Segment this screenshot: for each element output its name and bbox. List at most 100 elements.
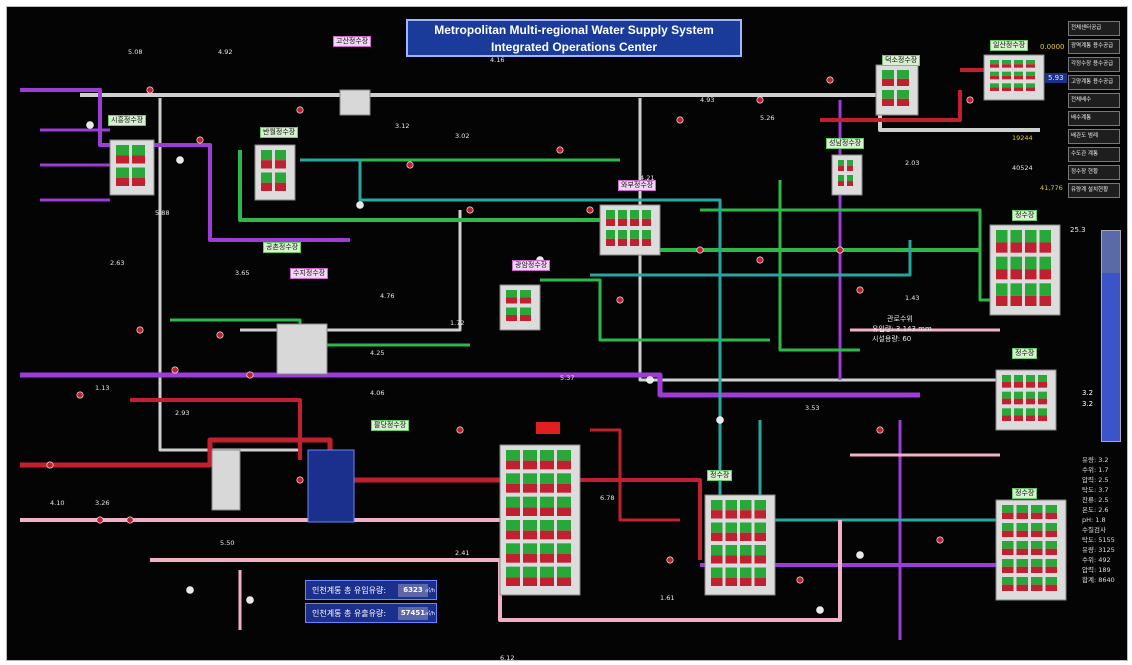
pump-icon[interactable] xyxy=(520,290,531,298)
pump-icon[interactable] xyxy=(132,167,145,178)
pump-icon[interactable] xyxy=(1002,83,1011,88)
facility-tag[interactable]: 덕소정수장 xyxy=(882,55,921,66)
valve-icon[interactable] xyxy=(676,116,684,124)
pump-icon[interactable] xyxy=(642,210,651,219)
pump-icon[interactable] xyxy=(725,522,738,533)
pump-icon[interactable] xyxy=(754,555,767,564)
equipment-block[interactable] xyxy=(211,449,241,511)
pump-icon[interactable] xyxy=(557,496,571,508)
pump-icon[interactable] xyxy=(1031,505,1043,513)
pump-icon[interactable] xyxy=(1031,566,1043,573)
pump-icon[interactable] xyxy=(990,83,999,88)
pump-icon[interactable] xyxy=(1045,523,1058,531)
pump-icon[interactable] xyxy=(897,98,909,106)
pump-icon[interactable] xyxy=(506,577,520,586)
pump-icon[interactable] xyxy=(1002,398,1011,405)
pump-icon[interactable] xyxy=(1002,60,1011,65)
pump-icon[interactable] xyxy=(1025,269,1037,280)
pump-icon[interactable] xyxy=(1026,381,1035,388)
pump-icon[interactable] xyxy=(618,230,627,239)
pump-icon[interactable] xyxy=(557,530,571,540)
facility-tag[interactable]: 성남정수장 xyxy=(826,138,865,149)
pump-icon[interactable] xyxy=(754,545,767,556)
pump-icon[interactable] xyxy=(540,530,554,540)
pump-icon[interactable] xyxy=(725,555,738,564)
pump-icon[interactable] xyxy=(1031,559,1043,567)
pump-icon[interactable] xyxy=(1026,71,1035,76)
pump-icon[interactable] xyxy=(540,543,554,554)
pump-icon[interactable] xyxy=(557,450,571,461)
pump-icon[interactable] xyxy=(1038,375,1047,382)
pump-icon[interactable] xyxy=(1010,295,1023,306)
valve-icon[interactable] xyxy=(406,161,414,169)
pump-icon[interactable] xyxy=(523,473,537,484)
pump-icon[interactable] xyxy=(897,70,909,79)
pump-icon[interactable] xyxy=(261,182,272,191)
valve-icon[interactable] xyxy=(966,96,974,104)
facility-tag[interactable]: 시흥정수장 xyxy=(108,115,147,126)
flow-meter-icon[interactable] xyxy=(856,551,864,559)
equipment-block[interactable] xyxy=(339,89,371,116)
pump-icon[interactable] xyxy=(847,181,853,186)
pump-icon[interactable] xyxy=(1002,391,1011,399)
pump-icon[interactable] xyxy=(1026,75,1035,80)
pump-icon[interactable] xyxy=(275,160,286,169)
valve-icon[interactable] xyxy=(196,136,204,144)
pump-icon[interactable] xyxy=(557,473,571,484)
facility-tag[interactable]: 일산정수장 xyxy=(990,40,1029,51)
pump-icon[interactable] xyxy=(1002,75,1011,80)
pump-icon[interactable] xyxy=(882,78,894,86)
pump-icon[interactable] xyxy=(1002,408,1011,416)
valve-icon[interactable] xyxy=(586,206,594,214)
legend-item[interactable]: 유량계 설치현황 xyxy=(1068,183,1120,198)
pump-icon[interactable] xyxy=(1002,381,1011,388)
pump-icon[interactable] xyxy=(618,238,627,246)
pump-icon[interactable] xyxy=(1010,230,1023,243)
pump-icon[interactable] xyxy=(132,177,145,186)
pump-icon[interactable] xyxy=(1045,505,1058,513)
pump-icon[interactable] xyxy=(540,577,554,586)
pump-icon[interactable] xyxy=(275,172,286,183)
pump-icon[interactable] xyxy=(520,307,531,315)
pump-icon[interactable] xyxy=(711,555,723,564)
pump-icon[interactable] xyxy=(1026,398,1035,405)
pump-icon[interactable] xyxy=(506,543,520,554)
pump-icon[interactable] xyxy=(1010,242,1023,253)
pump-icon[interactable] xyxy=(506,450,520,461)
pump-icon[interactable] xyxy=(1016,566,1029,573)
pump-icon[interactable] xyxy=(506,307,517,315)
pump-icon[interactable] xyxy=(557,577,571,586)
legend-item[interactable]: 전체배수 xyxy=(1068,93,1120,108)
pump-icon[interactable] xyxy=(1038,408,1047,416)
pump-icon[interactable] xyxy=(1025,283,1037,296)
legend-item[interactable]: 정수장 현황 xyxy=(1068,165,1120,180)
pump-icon[interactable] xyxy=(990,75,999,80)
legend-item[interactable]: 고양계통 용수공급 xyxy=(1068,75,1120,90)
valve-icon[interactable] xyxy=(76,391,84,399)
pump-icon[interactable] xyxy=(1010,269,1023,280)
facility-tag[interactable]: 팔당정수장 xyxy=(371,420,410,431)
pump-icon[interactable] xyxy=(523,543,537,554)
valve-icon[interactable] xyxy=(216,331,224,339)
pump-icon[interactable] xyxy=(506,507,520,516)
pump-icon[interactable] xyxy=(1014,71,1023,76)
facility-tag[interactable]: 고산정수장 xyxy=(333,36,372,47)
pump-icon[interactable] xyxy=(711,567,723,578)
pump-icon[interactable] xyxy=(618,218,627,226)
pump-icon[interactable] xyxy=(882,98,894,106)
pump-icon[interactable] xyxy=(1026,60,1035,65)
pump-icon[interactable] xyxy=(838,181,844,186)
flow-meter-icon[interactable] xyxy=(176,156,184,164)
pump-icon[interactable] xyxy=(725,567,738,578)
pump-icon[interactable] xyxy=(711,545,723,556)
pump-icon[interactable] xyxy=(1031,584,1043,591)
alarm-indicator[interactable] xyxy=(536,422,560,434)
pump-icon[interactable] xyxy=(1002,566,1014,573)
pump-icon[interactable] xyxy=(996,256,1008,270)
pump-icon[interactable] xyxy=(116,155,129,164)
valve-icon[interactable] xyxy=(146,86,154,94)
pump-icon[interactable] xyxy=(540,473,554,484)
pump-icon[interactable] xyxy=(1002,523,1014,531)
pump-icon[interactable] xyxy=(754,532,767,541)
pump-icon[interactable] xyxy=(711,532,723,541)
